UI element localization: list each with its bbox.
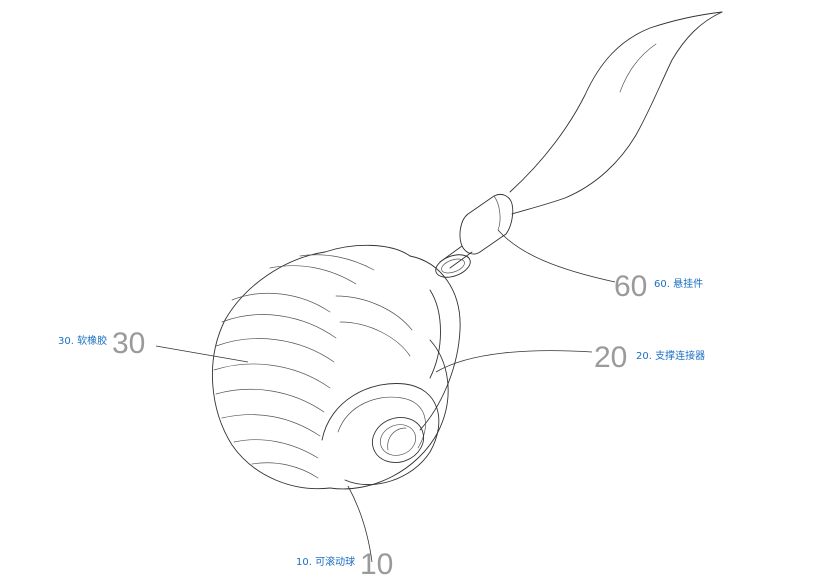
ref-numeral-10: 10 [360, 548, 394, 581]
connector-button [371, 417, 425, 463]
leader-60 [497, 229, 616, 283]
soft-rubber-stripes [213, 254, 413, 479]
ref-numeral-60: 60 [614, 270, 648, 303]
rolling-ball-outline [211, 244, 411, 490]
ref-numeral-30: 30 [112, 327, 146, 360]
leader-20 [435, 350, 593, 373]
leader-30 [155, 345, 249, 363]
hanging-strap [509, 11, 723, 215]
support-connector-body [321, 255, 461, 490]
hanging-ring [435, 254, 471, 278]
label-rolling-ball: 10. 可滚动球 [296, 557, 356, 568]
label-support-connector: 20. 支撑连接器 [636, 351, 706, 362]
label-soft-rubber: 30. 软橡胶 [58, 336, 108, 347]
label-hanging-piece: 60. 悬挂件 [654, 279, 704, 290]
leader-lines [155, 229, 616, 563]
ref-numeral-20: 20 [594, 341, 628, 374]
hanging-clasp [439, 193, 514, 269]
leader-10 [347, 485, 373, 563]
